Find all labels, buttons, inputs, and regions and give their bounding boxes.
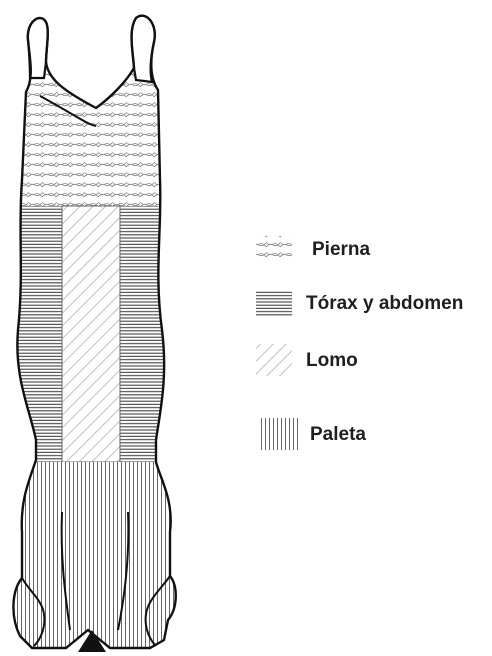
legend-swatch-lomo (256, 344, 292, 376)
legend-swatch-paleta (258, 418, 298, 450)
legend-label-torax: Tórax y abdomen (306, 293, 463, 314)
legend-item-pierna: Pierna (256, 236, 371, 260)
region-lomo (62, 206, 120, 462)
legend-item-lomo: Lomo (256, 344, 358, 376)
legend-label-lomo: Lomo (306, 350, 358, 371)
legend: Pierna Tórax y abdomen Lomo Paleta (256, 236, 463, 450)
legend-label-pierna: Pierna (312, 239, 371, 260)
legend-label-paleta: Paleta (310, 424, 366, 445)
legend-swatch-pierna (256, 236, 292, 258)
legend-swatch-torax (256, 290, 292, 316)
legend-item-paleta: Paleta (258, 418, 366, 450)
legend-item-torax: Tórax y abdomen (256, 290, 463, 316)
